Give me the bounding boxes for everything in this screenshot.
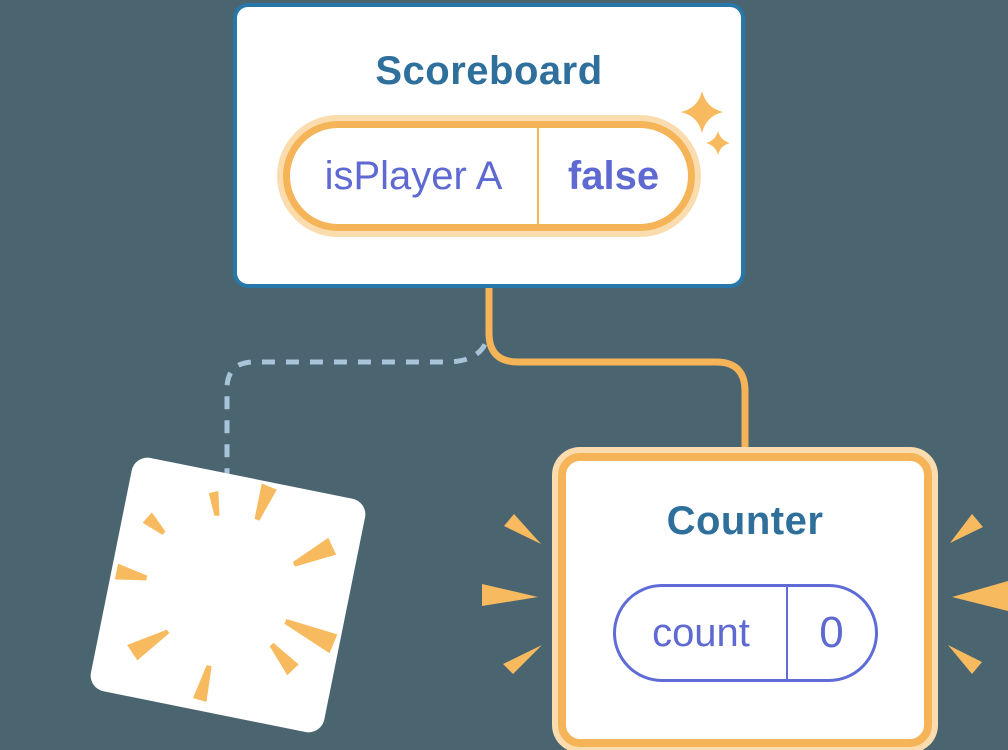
count-label: count <box>652 610 750 655</box>
scoreboard-state-pill: isPlayer A false <box>283 121 695 231</box>
scoreboard-card: Scoreboard isPlayer A false <box>233 3 745 288</box>
poof-icon <box>114 483 338 702</box>
counter-title: Counter <box>666 499 824 543</box>
dashed-connector-line <box>224 325 492 478</box>
scoreboard-title: Scoreboard <box>375 49 603 93</box>
pill-divider <box>786 587 788 679</box>
counter-state-pill: count 0 <box>613 584 878 682</box>
active-connector-line <box>485 284 749 468</box>
state-value: false <box>567 153 660 198</box>
counter-card: Counter count 0 <box>558 453 932 747</box>
destroyed-component-card <box>87 454 369 736</box>
count-value: 0 <box>819 608 844 657</box>
pill-divider <box>537 128 539 224</box>
state-label: isPlayer A <box>324 153 503 198</box>
